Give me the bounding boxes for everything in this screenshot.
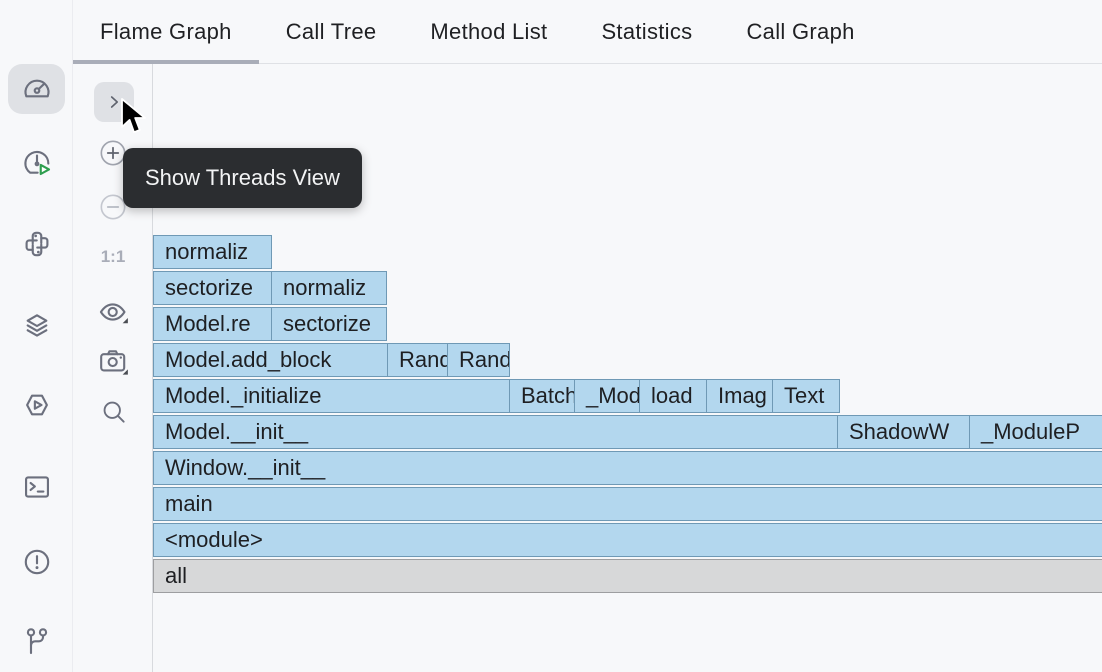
flame-bar[interactable]: all	[153, 559, 1102, 593]
zoom-out-button[interactable]	[99, 193, 127, 221]
terminal-icon	[24, 476, 49, 498]
show-threads-view-button[interactable]	[94, 82, 134, 122]
preview-options-button[interactable]	[97, 296, 131, 328]
camera-icon	[100, 350, 128, 375]
git-branch-icon	[26, 628, 47, 655]
flame-bar[interactable]: Model._initialize	[153, 379, 510, 413]
flame-bar[interactable]: Imag	[706, 379, 773, 413]
flame-bar[interactable]: Model.re	[153, 307, 272, 341]
stripe-item-problems[interactable]	[8, 537, 65, 587]
flame-bar[interactable]: sectorize	[153, 271, 272, 305]
flame-bar[interactable]: <module>	[153, 523, 1102, 557]
tooltip: Show Threads View	[123, 148, 362, 208]
layers-icon	[26, 314, 47, 337]
search-button[interactable]	[100, 398, 128, 426]
screenshot-button[interactable]	[97, 345, 131, 377]
main-panel: Flame Graph Call Tree Method List Statistic…	[73, 0, 1102, 672]
flame-bar[interactable]: normaliz	[153, 235, 272, 269]
flame-bar[interactable]: ShadowW	[837, 415, 970, 449]
flame-bar[interactable]: Rand	[387, 343, 448, 377]
tab-call-graph[interactable]: Call Graph	[746, 18, 855, 44]
exclamation-circle-icon	[24, 549, 49, 575]
stripe-item-terminal[interactable]	[8, 462, 65, 512]
flame-bar[interactable]: _Mod	[574, 379, 640, 413]
stripe-item-python[interactable]	[8, 219, 65, 269]
stripe-item-services[interactable]	[8, 380, 65, 430]
tab-bar: Flame Graph Call Tree Method List Statistic…	[73, 0, 1102, 64]
magnifier-icon	[103, 401, 125, 423]
gauge-icon	[24, 79, 49, 98]
gauge-run-icon	[23, 150, 50, 176]
tab-call-tree[interactable]: Call Tree	[285, 18, 377, 44]
tab-method-list[interactable]: Method List	[430, 18, 548, 44]
flame-bar[interactable]: _ModuleP	[969, 415, 1102, 449]
python-icon	[25, 231, 48, 257]
zoom-reset-button[interactable]: 1:1	[100, 247, 126, 266]
flame-bar[interactable]: Model.__init__	[153, 415, 838, 449]
tab-statistics[interactable]: Statistics	[601, 18, 693, 44]
stripe-item-profiler[interactable]	[8, 64, 65, 114]
flame-bar[interactable]: main	[153, 487, 1102, 521]
eye-icon	[99, 303, 128, 324]
flame-bar[interactable]: sectorize	[271, 307, 387, 341]
flame-bar[interactable]: Batch	[509, 379, 575, 413]
hexagon-play-icon	[25, 394, 48, 416]
stripe-item-git[interactable]	[8, 616, 65, 666]
minus-circle-icon	[100, 194, 126, 220]
flame-bar[interactable]: Rand	[447, 343, 510, 377]
chevron-right-icon	[110, 96, 119, 108]
flame-bar[interactable]: normaliz	[271, 271, 387, 305]
stripe-item-profiler-run[interactable]	[8, 137, 65, 187]
stripe-item-layers[interactable]	[8, 301, 65, 351]
tab-flame-graph[interactable]: Flame Graph	[73, 0, 259, 64]
flame-bar[interactable]: Model.add_block	[153, 343, 388, 377]
flame-bar[interactable]: load	[639, 379, 707, 413]
flame-bar[interactable]: Text	[772, 379, 840, 413]
tool-window-stripe	[0, 0, 73, 672]
flame-bar[interactable]: Window.__init__	[153, 451, 1102, 485]
tooltip-text: Show Threads View	[145, 165, 340, 190]
